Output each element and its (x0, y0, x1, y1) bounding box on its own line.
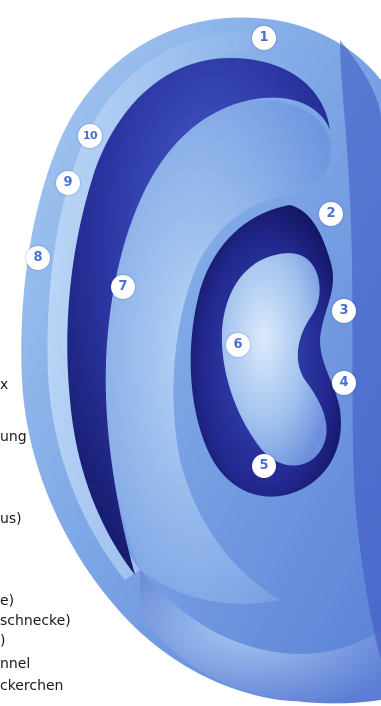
label-fragment-8: ckerchen (0, 678, 63, 694)
marker-7: 7 (111, 275, 135, 299)
marker-2: 2 (319, 202, 343, 226)
marker-8: 8 (26, 246, 50, 270)
marker-10: 10 (78, 124, 102, 148)
marker-5: 5 (252, 454, 276, 478)
label-fragment-7: nnel (0, 656, 30, 672)
label-fragment-5: schnecke) (0, 613, 71, 629)
marker-4: 4 (332, 371, 356, 395)
label-fragment-1: x (0, 377, 8, 393)
label-fragment-6: ) (0, 633, 5, 649)
label-fragment-4: e) (0, 593, 14, 609)
marker-3: 3 (332, 299, 356, 323)
marker-1: 1 (252, 26, 276, 50)
marker-6: 6 (226, 333, 250, 357)
label-fragment-2: ung (0, 429, 27, 445)
label-fragment-3: us) (0, 511, 22, 527)
marker-9: 9 (56, 171, 80, 195)
